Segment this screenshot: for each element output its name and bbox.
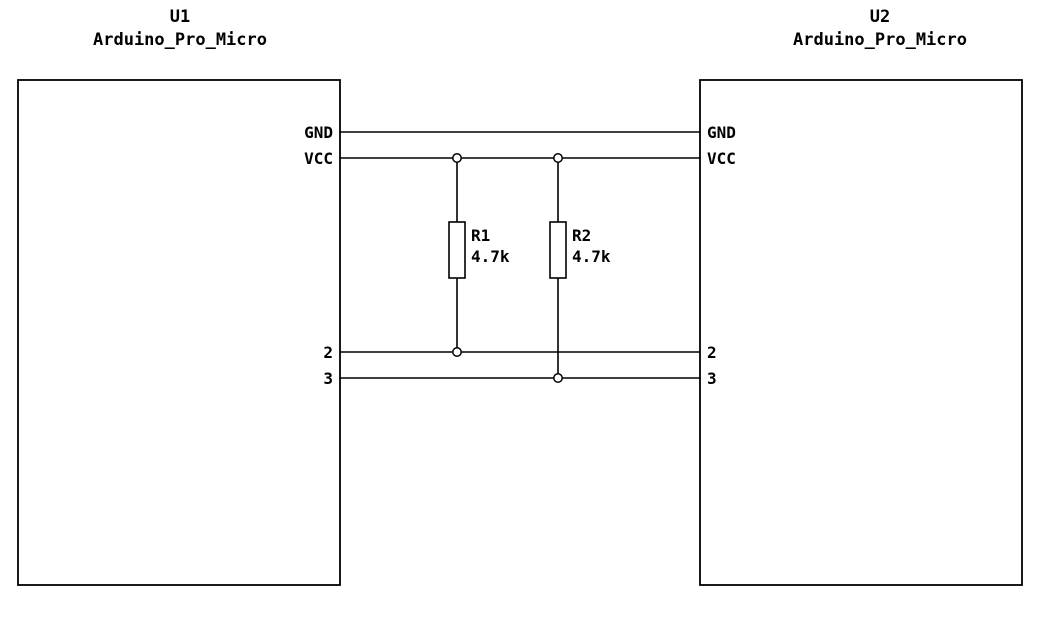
u2-pin-3-label: 3 xyxy=(707,369,717,388)
u2-pin-gnd-label: GND xyxy=(707,123,736,142)
u1-pin-vcc-label: VCC xyxy=(304,149,333,168)
r2-body[interactable] xyxy=(549,221,567,279)
component-r1[interactable]: R1 4.7k xyxy=(448,158,510,352)
r2-value[interactable]: 4.7k xyxy=(572,247,611,266)
junction-r2-pin3 xyxy=(553,373,563,383)
r1-body[interactable] xyxy=(448,221,466,279)
r1-reference[interactable]: R1 xyxy=(471,226,490,245)
junction-r1-vcc xyxy=(452,153,462,163)
component-u1[interactable]: U1 Arduino_Pro_Micro GND VCC 2 3 xyxy=(17,7,341,586)
u2-pin-2-label: 2 xyxy=(707,343,717,362)
u2-pin-vcc-label: VCC xyxy=(707,149,736,168)
u1-pin-2-label: 2 xyxy=(323,343,333,362)
r2-reference[interactable]: R2 xyxy=(572,226,591,245)
junction-r2-vcc xyxy=(553,153,563,163)
component-u2[interactable]: U2 Arduino_Pro_Micro GND VCC 2 3 xyxy=(699,7,1023,586)
r1-value[interactable]: 4.7k xyxy=(471,247,510,266)
u1-value[interactable]: Arduino_Pro_Micro xyxy=(93,30,267,50)
u2-body[interactable] xyxy=(699,79,1023,586)
u2-reference[interactable]: U2 xyxy=(870,7,890,27)
u1-pin-3-label: 3 xyxy=(323,369,333,388)
component-r2[interactable]: R2 4.7k xyxy=(549,158,611,378)
u1-body[interactable] xyxy=(17,79,341,586)
u1-reference[interactable]: U1 xyxy=(170,7,190,27)
u2-value[interactable]: Arduino_Pro_Micro xyxy=(793,30,967,50)
u1-pin-gnd-label: GND xyxy=(304,123,333,142)
junction-r1-pin2 xyxy=(452,347,462,357)
